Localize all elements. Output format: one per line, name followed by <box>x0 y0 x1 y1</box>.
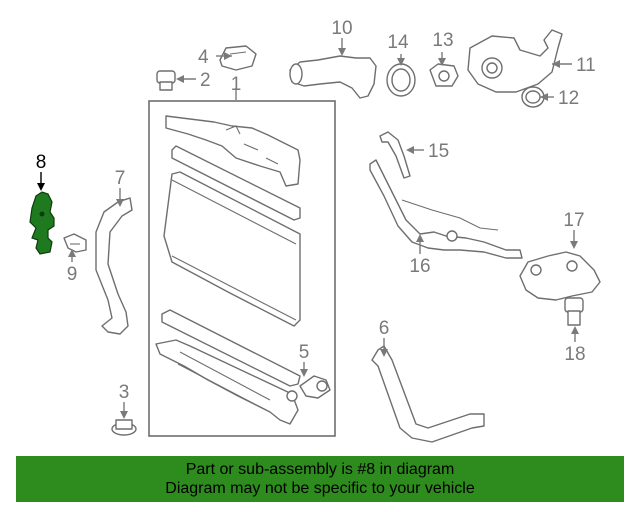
part-7-upper-hose[interactable] <box>95 197 133 335</box>
callout-9: 9 <box>67 264 78 285</box>
radiator-parts-diagram: 1 2 3 4 5 6 7 8 9 10 11 12 13 14 15 16 1… <box>29 18 601 443</box>
radiator-assembly[interactable] <box>148 100 336 437</box>
part-17-bypass-housing[interactable] <box>519 251 601 301</box>
callout-17: 17 <box>563 210 584 231</box>
callout-11: 11 <box>576 55 596 76</box>
callout-6: 6 <box>379 318 390 339</box>
part-9-clip[interactable] <box>63 233 87 253</box>
banner-line-1: Part or sub-assembly is #8 in diagram <box>185 461 455 478</box>
callout-labels: 1 2 3 4 5 6 7 8 9 10 11 12 13 14 15 16 1… <box>36 18 596 403</box>
callout-18: 18 <box>564 344 585 365</box>
part-12-o-ring[interactable] <box>521 86 545 108</box>
callout-1: 1 <box>231 74 242 95</box>
callout-4: 4 <box>198 47 209 68</box>
part-15-small-hose[interactable] <box>379 131 411 179</box>
callout-13: 13 <box>432 30 453 51</box>
part-3-cushion[interactable] <box>111 419 137 436</box>
callout-14: 14 <box>387 32 409 53</box>
callout-5: 5 <box>299 342 310 363</box>
leader-lines <box>37 38 579 419</box>
callout-15: 15 <box>428 141 449 162</box>
callout-16: 16 <box>409 256 430 277</box>
callout-7: 7 <box>115 168 126 189</box>
banner-line-2: Diagram may not be specific to your vehi… <box>165 480 475 497</box>
callout-12: 12 <box>558 88 579 109</box>
callout-10: 10 <box>331 18 352 39</box>
part-5-drain-cock[interactable] <box>299 375 331 399</box>
callout-8: 8 <box>36 152 47 173</box>
part-2-plug[interactable] <box>156 70 176 91</box>
callout-3: 3 <box>119 382 130 403</box>
part-6-lower-hose[interactable] <box>371 345 485 443</box>
part-4-cap[interactable] <box>219 45 257 71</box>
part-18-sensor[interactable] <box>564 297 584 326</box>
callout-2: 2 <box>200 70 211 91</box>
part-11-outlet-housing[interactable] <box>467 29 563 93</box>
info-banner: Part or sub-assembly is #8 in diagram Di… <box>16 456 624 502</box>
part-16-bypass-pipe[interactable] <box>369 159 523 259</box>
part-13-thermostat[interactable] <box>429 63 459 87</box>
part-10-inlet-pipe[interactable] <box>289 55 377 99</box>
part-14-gasket[interactable] <box>386 63 416 97</box>
part-8-bracket-highlighted[interactable] <box>29 191 55 255</box>
